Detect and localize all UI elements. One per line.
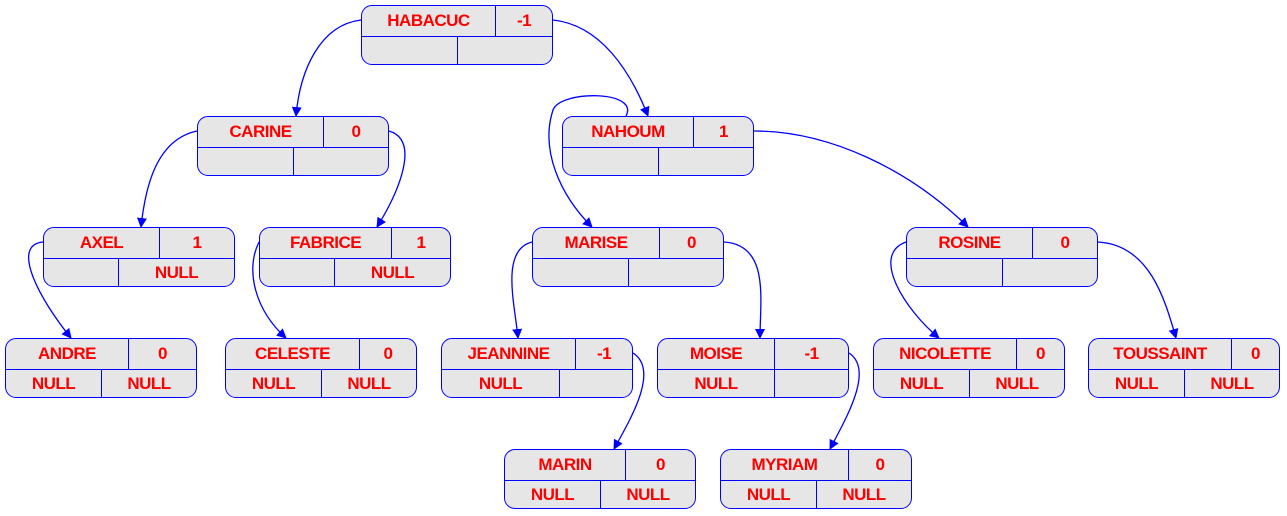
edge-habacuc-to-carine (291, 19, 362, 117)
tree-node-nahoum: NAHOUM 1 (562, 116, 754, 176)
tree-node-myriam: MYRIAM 0 NULL NULL (720, 449, 912, 509)
node-balance: 1 (719, 122, 728, 141)
node-left-pointer: NULL (442, 369, 560, 397)
node-right-pointer: NULL (347, 373, 391, 393)
edge-nahoum-to-rosine (753, 130, 969, 228)
node-key: ROSINE (907, 228, 1033, 258)
node-left-pointer: NULL (6, 369, 102, 397)
node-right-pointer (659, 147, 753, 175)
edge-fabrice-to-celeste (252, 241, 287, 339)
tree-node-toussaint: TOUSSAINT 0 NULL NULL (1088, 338, 1280, 398)
edge-carine-to-fabrice (376, 130, 406, 228)
node-left-pointer: NULL (721, 480, 817, 508)
node-balance: 0 (383, 344, 393, 363)
node-left-pointer: NULL (874, 369, 970, 397)
node-left-pointer (563, 147, 659, 175)
node-right-pointer: NULL (842, 484, 886, 504)
node-left-pointer (44, 258, 119, 286)
node-key: MOISE (658, 339, 775, 369)
node-balance: 0 (687, 233, 696, 252)
node-right-pointer: NULL (127, 373, 171, 393)
tree-node-jeannine: JEANNINE -1 NULL (441, 338, 633, 398)
node-key: MARIN (505, 450, 626, 480)
node-key: HABACUC (362, 6, 496, 36)
tree-node-carine: CARINE 0 (197, 116, 389, 176)
tree-node-axel: AXEL 1 NULL (43, 227, 235, 287)
edge-jeannine-to-marin (613, 352, 645, 450)
node-left-pointer (533, 258, 629, 286)
node-right-pointer: NULL (154, 262, 199, 282)
node-key: CARINE (198, 117, 324, 147)
node-left-pointer (198, 147, 294, 175)
edge-rosine-to-toussaint (1097, 241, 1179, 339)
edge-rosine-to-nicolette (890, 241, 940, 339)
tree-node-habacuc: HABACUC -1 (361, 5, 553, 65)
node-balance: 0 (875, 455, 885, 474)
tree-node-rosine: ROSINE 0 (906, 227, 1098, 287)
edge-moise-to-myriam (829, 352, 860, 450)
node-left-pointer: NULL (505, 480, 601, 508)
node-left-pointer: NULL (226, 369, 322, 397)
node-balance: 0 (351, 122, 361, 141)
edge-axel-to-andre (27, 241, 72, 339)
edge-carine-to-axel (136, 130, 198, 228)
node-key: NICOLETTE (874, 339, 1017, 369)
tree-node-marise: MARISE 0 (532, 227, 724, 287)
node-left-pointer (907, 258, 1003, 286)
node-key: AXEL (44, 228, 160, 258)
tree-node-fabrice: FABRICE 1 NULL (259, 227, 451, 287)
node-balance: 0 (158, 344, 167, 363)
node-right-pointer: NULL (626, 484, 670, 504)
node-key: FABRICE (260, 228, 392, 258)
node-balance: 1 (416, 233, 426, 252)
tree-node-moise: MOISE -1 NULL (657, 338, 849, 398)
tree-node-marin: MARIN 0 NULL NULL (504, 449, 696, 509)
node-left-pointer: NULL (1089, 369, 1185, 397)
node-balance: 0 (656, 455, 665, 474)
node-key: CELESTE (226, 339, 360, 369)
tree-node-andre: ANDRE 0 NULL NULL (5, 338, 197, 398)
node-left-pointer (362, 36, 458, 64)
node-key: NAHOUM (563, 117, 694, 147)
node-left-pointer (260, 258, 335, 286)
node-balance: -1 (596, 344, 612, 363)
node-right-pointer: NULL (1210, 373, 1254, 393)
node-right-pointer (629, 258, 723, 286)
node-key: JEANNINE (442, 339, 576, 369)
node-key: TOUSSAINT (1089, 339, 1232, 369)
edge-marise-to-moise (723, 241, 766, 339)
node-key: MARISE (533, 228, 660, 258)
node-balance: 0 (1060, 233, 1070, 252)
node-balance: 0 (1036, 344, 1045, 363)
tree-node-celeste: CELESTE 0 NULL NULL (225, 338, 417, 398)
node-left-pointer: NULL (658, 369, 775, 397)
node-balance: -1 (516, 11, 532, 30)
node-right-pointer (1003, 258, 1097, 286)
node-right-pointer (458, 36, 552, 64)
node-balance: -1 (804, 344, 819, 363)
node-right-pointer: NULL (995, 373, 1039, 393)
node-key: ANDRE (6, 339, 129, 369)
node-right-pointer (775, 369, 848, 397)
node-balance: 1 (192, 233, 202, 252)
tree-node-nicolette: NICOLETTE 0 NULL NULL (873, 338, 1065, 398)
edge-nahoum-to-marise (548, 95, 629, 228)
node-key: MYRIAM (721, 450, 849, 480)
node-right-pointer: NULL (370, 262, 415, 282)
edge-marise-to-jeannine (511, 241, 533, 339)
node-right-pointer (294, 147, 388, 175)
edge-habacuc-to-nahoum (552, 19, 650, 117)
node-balance: 0 (1251, 344, 1260, 363)
node-right-pointer (560, 369, 632, 397)
